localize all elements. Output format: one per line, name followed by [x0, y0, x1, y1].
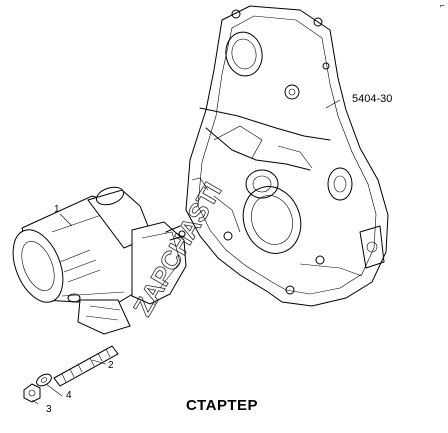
- washer: [36, 373, 52, 387]
- callout-4: 4: [66, 390, 72, 401]
- callout-3: 3: [46, 404, 52, 415]
- starter-motor: [12, 186, 187, 335]
- callout-2: 2: [108, 360, 114, 371]
- nut: [23, 383, 41, 403]
- stud-bolt: [53, 345, 119, 387]
- part-code-label: 5404-30: [352, 93, 392, 105]
- callout-1: 1: [54, 204, 60, 215]
- flywheel-housing: [185, 5, 389, 307]
- corner-mark: ⌐: [440, 1, 445, 10]
- diagram-title: СТАРТЕР: [186, 397, 258, 414]
- leader-lines: [31, 99, 341, 405]
